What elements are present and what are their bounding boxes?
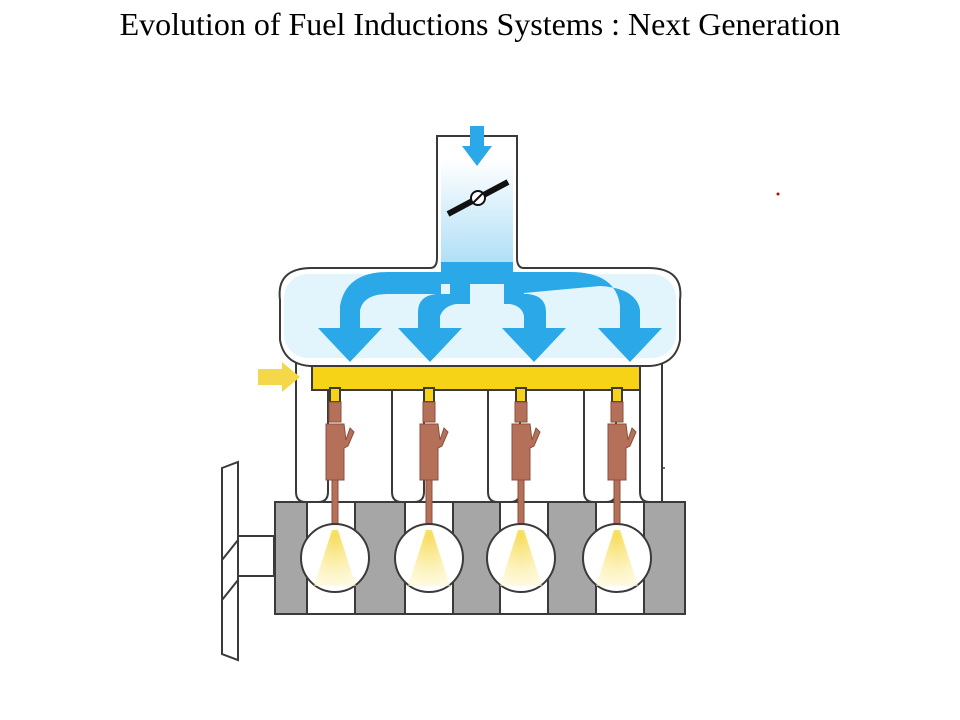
air-distribution-arrows <box>318 262 662 362</box>
valve-2 <box>394 523 464 593</box>
air-flow <box>284 126 676 362</box>
valve-3 <box>486 523 556 593</box>
injector-1 <box>325 401 355 531</box>
slide-title: Evolution of Fuel Inductions Systems : N… <box>119 6 841 42</box>
injector-4 <box>607 401 637 531</box>
flywheel <box>221 460 275 662</box>
valve-4 <box>582 523 652 593</box>
air-inlet-arrow-icon <box>462 126 492 166</box>
throttle-valve-icon <box>446 179 510 217</box>
fuel-inlet-arrow-icon <box>258 362 300 392</box>
valve-1 <box>300 523 370 593</box>
fuel-injectors <box>325 401 637 531</box>
intake-valves <box>300 523 652 593</box>
injector-2 <box>419 401 449 531</box>
fuel-rail <box>311 365 641 403</box>
red-dot-mark <box>776 192 780 196</box>
injector-3 <box>511 401 541 531</box>
